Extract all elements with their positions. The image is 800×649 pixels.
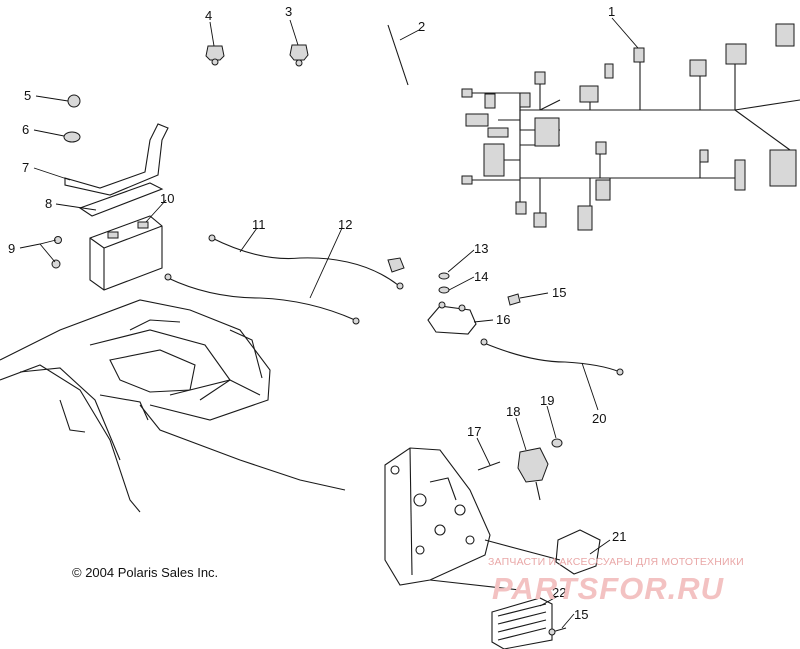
mounting-panel (384, 447, 561, 591)
callout-numbers: 1 2 3 4 5 6 7 8 9 10 11 12 13 14 15 16 1… (8, 4, 626, 622)
callout-3: 3 (285, 4, 292, 19)
callout-6: 6 (22, 122, 29, 137)
washer-part-6 (63, 131, 81, 143)
nut-part-5 (67, 94, 81, 108)
screw-part-13 (438, 272, 450, 280)
callout-4: 4 (205, 8, 212, 23)
wire-tie-part (387, 24, 409, 86)
callout-11: 11 (252, 217, 266, 232)
grommet-part-3 (289, 44, 309, 67)
wire-harness (461, 23, 800, 231)
callout-15: 15 (552, 285, 566, 300)
callout-10: 10 (160, 191, 174, 206)
callout-20: 20 (592, 411, 606, 426)
leader-lines (19, 17, 639, 629)
callout-7: 7 (22, 160, 29, 175)
watermark-tagline: ЗАПЧАСТИ И АКСЕССУАРЫ ДЛЯ МОТОТЕХНИКИ (488, 556, 744, 568)
callout-9: 9 (8, 241, 15, 256)
vehicle-frame (0, 299, 346, 513)
callout-19: 19 (540, 393, 554, 408)
callout-1: 1 (608, 4, 615, 19)
copyright-notice: © 2004 Polaris Sales Inc. (72, 565, 219, 580)
battery-strap-part-7 (64, 123, 169, 196)
cable-part-12 (164, 257, 405, 325)
nut-part-19 (551, 438, 563, 448)
relay-part-18 (517, 447, 549, 501)
cdi-module-part-22 (491, 597, 553, 649)
watermark-logo: PARTSFOR.RU (492, 571, 725, 606)
grommet-part-4 (205, 45, 225, 66)
solenoid-part-16 (427, 301, 477, 335)
callout-13: 13 (474, 241, 488, 256)
callout-18: 18 (506, 404, 520, 419)
screw-part-15 (507, 293, 521, 306)
callout-22: 22 (552, 585, 566, 600)
callout-12: 12 (338, 217, 352, 232)
callout-14: 14 (474, 269, 488, 284)
voltage-regulator-part-21 (555, 529, 601, 575)
battery-pad-part-8 (78, 182, 164, 217)
screw-part-15b (548, 627, 567, 636)
callout-5: 5 (24, 88, 31, 103)
callout-15b: 15 (574, 607, 588, 622)
callout-21: 21 (612, 529, 626, 544)
callout-17: 17 (467, 424, 481, 439)
callout-2: 2 (418, 19, 425, 34)
cable-part-20 (480, 338, 624, 376)
callout-16: 16 (496, 312, 510, 327)
battery-part-10 (89, 215, 163, 291)
washer-part-14 (438, 286, 450, 294)
cable-part-11 (208, 234, 404, 290)
callout-8: 8 (45, 196, 52, 211)
screw-part-17 (477, 461, 501, 471)
battery-bolt-part-9 (51, 236, 62, 269)
